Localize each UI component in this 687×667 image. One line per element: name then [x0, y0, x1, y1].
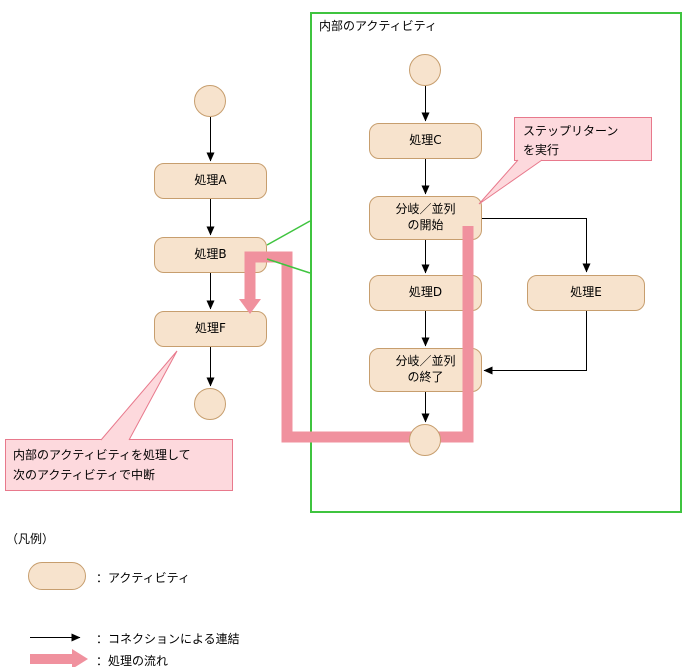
expansion-lines [266, 220, 311, 274]
end-node-left [194, 388, 226, 420]
activity-e: 処理E [527, 275, 645, 311]
branch-parallel-start: 分岐／並列 の開始 [369, 196, 482, 240]
end-node-inner [409, 424, 441, 456]
start-node-inner [409, 54, 441, 86]
activity-b: 処理B [154, 237, 267, 273]
branch-parallel-end: 分岐／並列 の終了 [369, 348, 482, 392]
activity-f: 処理F [154, 311, 267, 347]
start-node-left [194, 85, 226, 117]
legend-connection-label: ：コネクションによる連結 [96, 632, 240, 646]
legend-flow-label: ：処理の流れ [96, 654, 169, 667]
legend-activity-shape [28, 562, 86, 590]
callout-interrupt: 内部のアクティビティを処理して 次のアクティビティで中断 [5, 439, 233, 491]
activity-d: 処理D [369, 275, 482, 311]
inner-activity-label: 内部のアクティビティ [319, 19, 437, 33]
legend-flow-arrow [30, 649, 88, 667]
activity-a: 処理A [154, 163, 267, 199]
inner-activity-container [310, 12, 682, 513]
callout-step-return: ステップリターン を実行 [514, 117, 652, 161]
legend-activity-label: ：アクティビティ [96, 571, 190, 585]
legend-title: （凡例） [6, 532, 55, 546]
interrupt-pointer [100, 350, 178, 441]
activity-c: 処理C [369, 123, 482, 159]
